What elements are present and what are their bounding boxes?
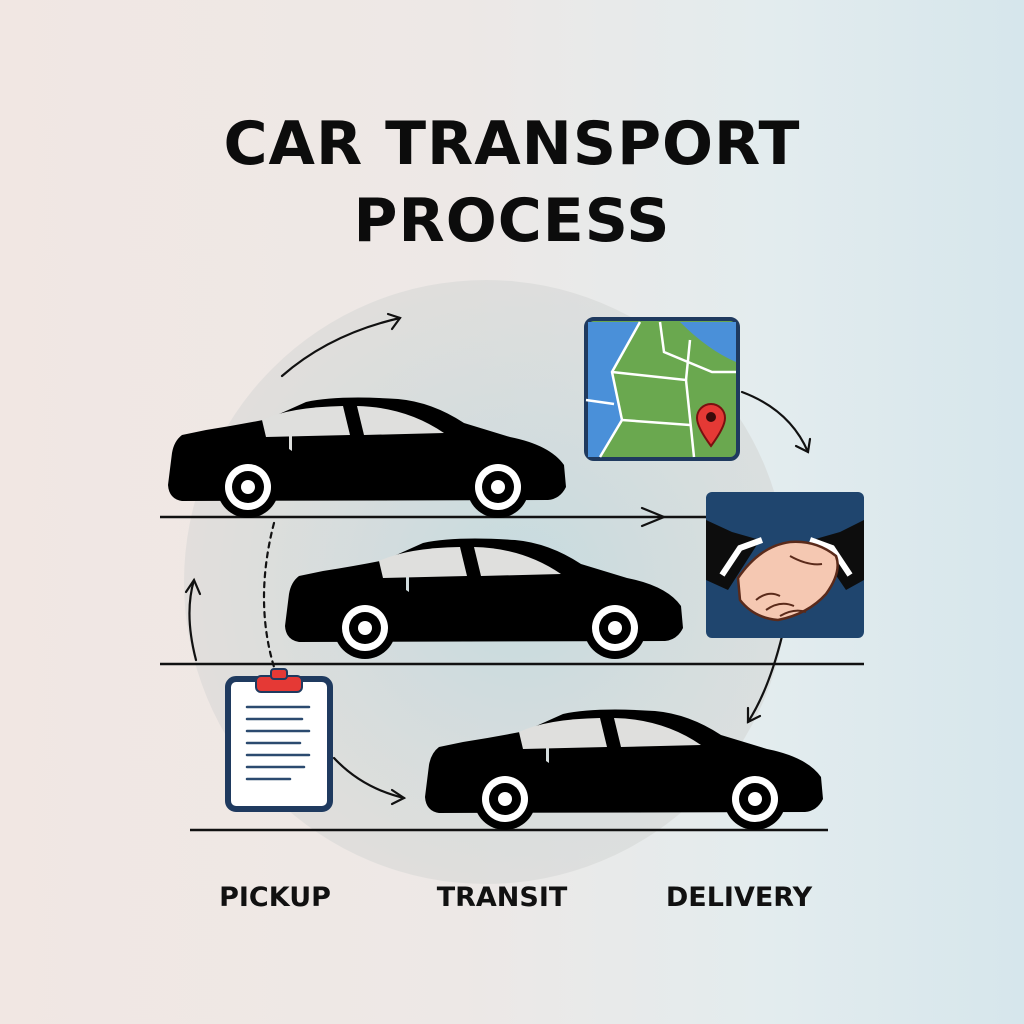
map-location-icon [584,317,740,461]
handshake-icon [706,492,864,638]
stage-label-delivery: DELIVERY [666,882,813,913]
clipboard-checklist-icon [225,668,333,812]
flow-arrows [184,312,812,806]
arrow-right-down [746,626,786,724]
dotted-connector [262,521,276,669]
arrow-top-left [280,316,402,378]
title-line-1: CAR TRANSPORT [224,109,801,179]
title-line-2: PROCESS [354,186,671,256]
arrow-left-up [188,578,198,662]
arrow-clipboard-to-car [332,756,406,800]
stage-label-pickup: PICKUP [219,882,331,913]
arrow-map-to-handshake [740,390,810,454]
stage-label-transit: TRANSIT [437,882,568,913]
